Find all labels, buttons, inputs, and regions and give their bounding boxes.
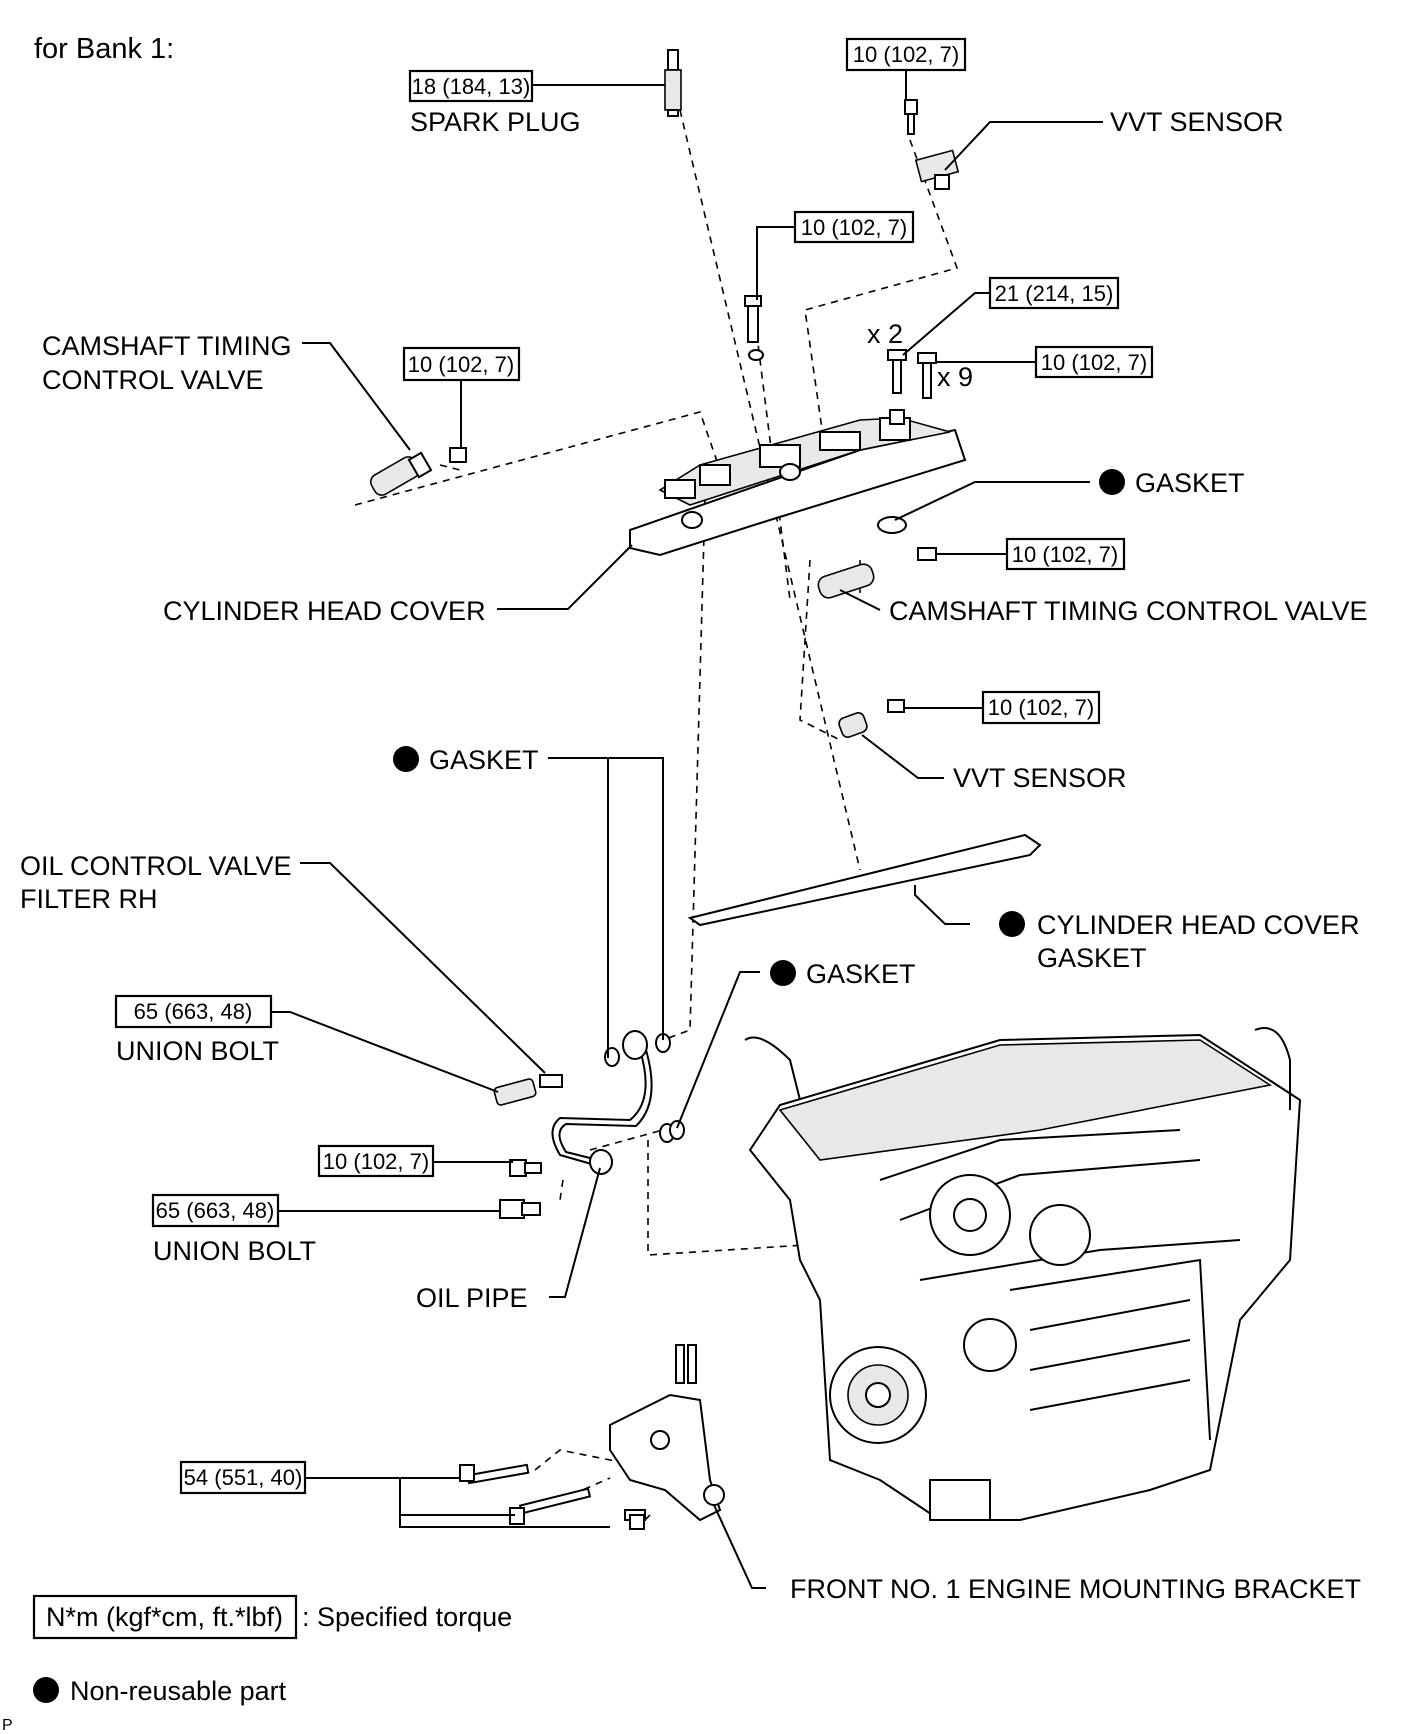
label-camshaft-valve-left-line1: CAMSHAFT TIMING — [42, 331, 292, 361]
label-camshaft-valve-left-line2: CONTROL VALVE — [42, 365, 264, 395]
engine-assembly-part — [744, 1027, 1302, 1521]
label-spark-plug: SPARK PLUG — [410, 107, 581, 137]
label-gasket-mid-left: GASKET — [429, 745, 539, 775]
label-union-bolt-bottom: UNION BOLT — [153, 1236, 316, 1266]
camshaft-valve-right-part — [817, 547, 937, 599]
label-cylinder-head-cover: CYLINDER HEAD COVER — [163, 596, 486, 626]
torque-value: 65 (663, 48) — [134, 999, 253, 1024]
diagram-title: for Bank 1: — [34, 33, 174, 65]
oil-pipe-part — [551, 1030, 653, 1175]
torque-value: 18 (184, 13) — [412, 74, 531, 99]
torque-box-vvt-top: 10 (102, 7) — [845, 37, 967, 72]
label-ocv-filter-line1: OIL CONTROL VALVE — [20, 851, 292, 881]
torque-box-pipe-bolt: 10 (102, 7) — [317, 1144, 435, 1178]
label-vvt-sensor-lower: VVT SENSOR — [953, 763, 1127, 793]
union-bolts-part — [493, 1074, 563, 1219]
nonreusable-dot — [33, 1677, 59, 1703]
label-head-cover-gasket-line2: GASKET — [1037, 943, 1147, 973]
torque-value: 10 (102, 7) — [988, 695, 1094, 720]
nonreusable-dot — [999, 911, 1025, 937]
camshaft-valve-left-part — [369, 447, 467, 496]
torque-value: 10 (102, 7) — [408, 352, 514, 377]
label-camshaft-valve-right: CAMSHAFT TIMING CONTROL VALVE — [889, 596, 1368, 626]
vvt-sensor-lower-part — [838, 699, 905, 738]
vvt-sensor-top-part — [904, 99, 960, 190]
label-vvt-sensor-top: VVT SENSOR — [1110, 107, 1284, 137]
legend-nonreusable-text: Non-reusable part — [70, 1676, 287, 1706]
nonreusable-dot — [1099, 469, 1125, 495]
mounting-bolts-part — [459, 1463, 646, 1530]
label-qty-x2: x 2 — [867, 319, 903, 349]
label-head-cover-gasket-line1: CYLINDER HEAD COVER — [1037, 910, 1360, 940]
legend-torque-text: : Specified torque — [302, 1602, 512, 1632]
legend: N*m (kgf*cm, ft.*lbf) : Specified torque… — [32, 1594, 512, 1706]
mounting-bracket-part — [609, 1344, 725, 1522]
torque-box-ocv-right: 10 (102, 7) — [1005, 537, 1126, 571]
spark-plug-part — [664, 49, 682, 117]
label-gasket-lower: GASKET — [806, 959, 916, 989]
torque-box-bolt-x9: 10 (102, 7) — [1034, 345, 1154, 379]
torque-value: 54 (551, 40) — [184, 1465, 303, 1490]
torque-value: 21 (214, 15) — [995, 281, 1114, 306]
cylinder-head-cover-part — [629, 409, 967, 557]
cover-studs — [744, 295, 937, 399]
label-mounting-bracket: FRONT NO. 1 ENGINE MOUNTING BRACKET — [790, 1574, 1361, 1604]
torque-box-cover-stud: 10 (102, 7) — [793, 210, 915, 244]
label-oil-pipe: OIL PIPE — [416, 1283, 528, 1313]
label-gasket-right: GASKET — [1135, 468, 1245, 498]
nonreusable-dot — [393, 746, 419, 772]
torque-box-union-bolt-top: 65 (663, 48) — [114, 994, 273, 1029]
oil-pipe-gaskets — [604, 1033, 685, 1143]
torque-box-union-bolt-bottom: 65 (663, 48) — [151, 1193, 280, 1228]
legend-torque-unit: N*m (kgf*cm, ft.*lbf) — [46, 1602, 283, 1632]
torque-value: 10 (102, 7) — [1012, 542, 1118, 567]
label-qty-x9: x 9 — [937, 362, 973, 392]
label-ocv-filter-line2: FILTER RH — [20, 884, 158, 914]
torque-box-stud-x2: 21 (214, 15) — [988, 276, 1120, 310]
gasket-right-part — [877, 516, 907, 534]
torque-box-mount-bolts: 54 (551, 40) — [179, 1460, 307, 1495]
torque-value: 10 (102, 7) — [853, 42, 959, 67]
torque-box-left-ocv: 10 (102, 7) — [402, 346, 521, 382]
leader-lines — [271, 71, 1103, 1589]
corner-mark: P — [2, 1717, 13, 1734]
head-cover-gasket-part — [687, 833, 1042, 927]
torque-value: 65 (663, 48) — [156, 1198, 275, 1223]
torque-box-vvt-lower: 10 (102, 7) — [981, 690, 1101, 725]
torque-value: 10 (102, 7) — [1041, 350, 1147, 375]
torque-value: 10 (102, 7) — [323, 1149, 429, 1174]
label-union-bolt-top: UNION BOLT — [116, 1036, 279, 1066]
torque-value: 10 (102, 7) — [801, 215, 907, 240]
nonreusable-dot — [770, 960, 796, 986]
torque-box-spark-plug: 18 (184, 13) — [408, 69, 534, 103]
